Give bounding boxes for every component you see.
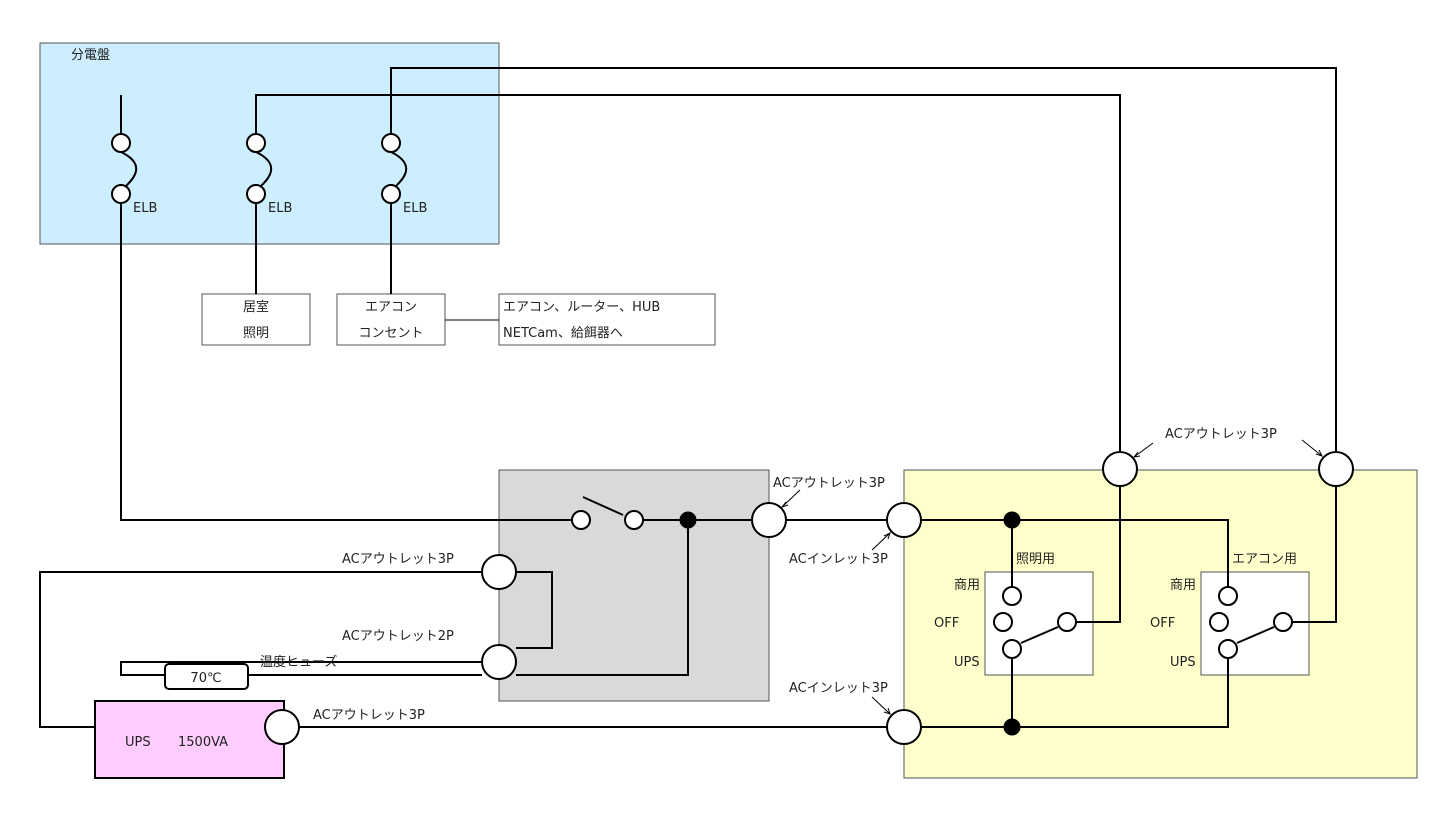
lighting-switch-pos-1: 商用	[954, 578, 980, 593]
breaker-terminals	[111, 133, 401, 204]
ups-label: UPS	[125, 735, 151, 750]
aircon-outlet-line2: コンセント	[358, 326, 423, 341]
inlet-top-label: ACインレット3P	[789, 552, 888, 567]
breaker-label-2: ELB	[268, 201, 292, 216]
ups-outlet-label: ACアウトレット3P	[313, 708, 425, 723]
devices-box	[498, 293, 716, 346]
lighting-load-line1: 居室	[243, 299, 269, 315]
gray-box-terminals	[481, 502, 787, 680]
panel-title: 分電盤	[71, 48, 110, 63]
aircon-switch-pos-2: OFF	[1150, 616, 1175, 631]
aircon-switch-title: エアコン用	[1232, 552, 1297, 567]
ups-box	[94, 700, 285, 779]
gray-outlet-left-top-label: ACアウトレット3P	[342, 552, 454, 567]
aircon-switch-terminals	[1209, 586, 1293, 659]
inlet-bottom-label: ACインレット3P	[789, 681, 888, 696]
wires	[39, 67, 1337, 728]
lighting-switch-terminals	[993, 586, 1077, 659]
lighting-load-line2: 照明	[243, 326, 269, 341]
aircon-outlet-box	[336, 293, 446, 346]
ups-capacity: 1500VA	[178, 735, 228, 750]
aircon-outlet-line1: エアコン	[365, 300, 417, 315]
devices-line2: NETCam、給餌器へ	[503, 326, 623, 341]
lighting-switch-pos-3: UPS	[954, 655, 980, 670]
thermal-fuse-label: 温度ヒューズ	[260, 654, 337, 670]
lighting-switch-pos-2: OFF	[934, 616, 959, 631]
aircon-switch-pos-3: UPS	[1170, 655, 1196, 670]
yellow-top-outlet-label: ACアウトレット3P	[1165, 427, 1277, 442]
lighting-load-box	[201, 293, 311, 346]
lighting-switch-title: 照明用	[1016, 552, 1055, 567]
breaker-label-1: ELB	[133, 201, 157, 216]
breaker-label-3: ELB	[403, 201, 427, 216]
label-leaders	[780, 439, 1323, 715]
thermal-fuse	[164, 663, 249, 690]
gray-outlet-top-label: ACアウトレット3P	[773, 476, 885, 491]
aircon-switch-pos-1: 商用	[1170, 578, 1196, 593]
yellow-box-terminals	[886, 451, 1354, 745]
gray-outlet-left-bottom-label: ACアウトレット2P	[342, 629, 454, 644]
devices-line1: エアコン、ルーター、HUB	[503, 300, 660, 315]
thermal-fuse-value: 70℃	[190, 671, 221, 686]
ups-outlet	[264, 709, 300, 745]
gray-relay-box	[498, 469, 770, 702]
